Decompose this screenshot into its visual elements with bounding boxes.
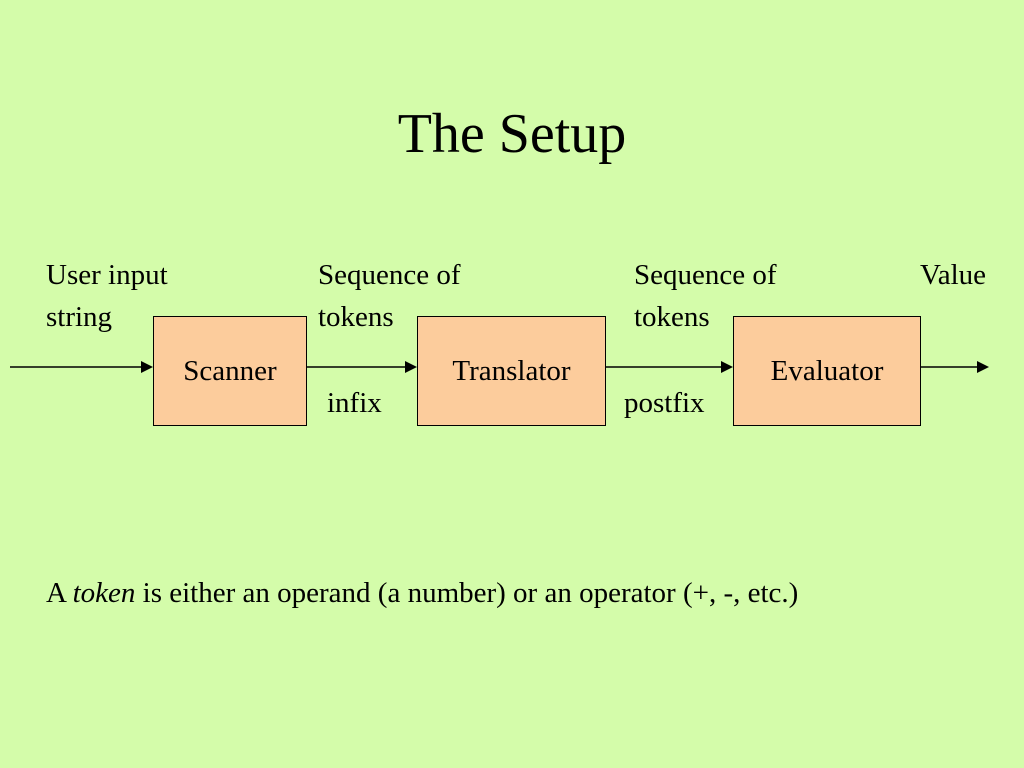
input-arrow	[10, 361, 153, 373]
infix-label: infix	[327, 387, 382, 419]
input-label-line-2: string	[46, 301, 113, 333]
scanner-box: Scanner	[153, 316, 307, 426]
slide-title: The Setup	[397, 103, 627, 165]
tokens-label-2-line-1: Sequence of	[634, 259, 777, 291]
token-definition-prefix: A	[46, 577, 73, 609]
tokens-label-1-line-1: Sequence of	[318, 259, 461, 291]
token-definition: A token is either an operand (a number) …	[46, 572, 798, 614]
token-term: token	[72, 577, 136, 609]
output-label: Value	[920, 259, 987, 291]
input-label: User input string	[46, 254, 168, 338]
output-arrow	[921, 361, 989, 373]
scanner-to-translator-arrow	[307, 361, 417, 373]
translator-box: Translator	[417, 316, 606, 426]
translator-to-evaluator-arrow	[606, 361, 733, 373]
tokens-label-1-line-2: tokens	[318, 301, 394, 333]
postfix-label: postfix	[624, 387, 705, 419]
tokens-label-2: Sequence of tokens	[634, 254, 777, 338]
evaluator-box: Evaluator	[733, 316, 921, 426]
input-label-line-1: User input	[46, 259, 168, 291]
tokens-label-2-line-2: tokens	[634, 301, 710, 333]
tokens-label-1: Sequence of tokens	[318, 254, 461, 338]
token-definition-rest: is either an operand (a number) or an op…	[135, 577, 799, 609]
